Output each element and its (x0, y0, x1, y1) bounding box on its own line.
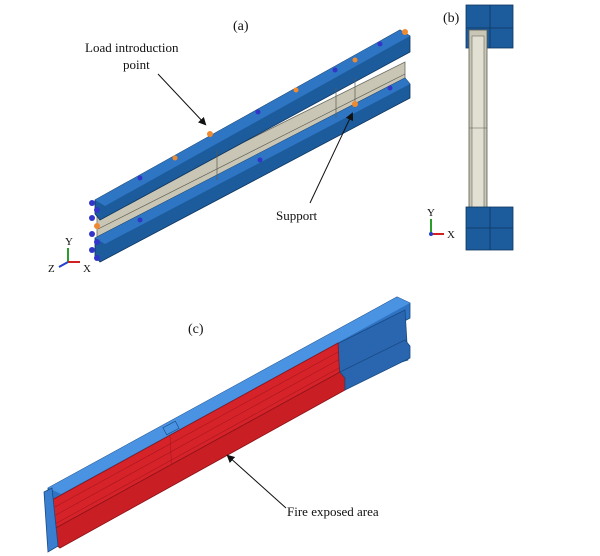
support-markers (137, 85, 393, 223)
axis-triad-a: Y Z X (48, 236, 91, 275)
boundary-markers-left (89, 200, 100, 261)
beam-model-c (43, 296, 411, 553)
triad-a-x: X (83, 263, 91, 275)
beam-end-cap (43, 487, 59, 553)
load-intro-label-line1: Load introduction (85, 40, 179, 55)
beam-model-a (89, 29, 411, 263)
fire-exposed-label: Fire exposed area (287, 504, 379, 519)
triad-b-x: X (447, 229, 455, 241)
cross-section-b (465, 4, 514, 251)
panel-a: (a) (48, 19, 411, 275)
load-markers (137, 29, 408, 181)
fire-exposed-arrow (226, 454, 287, 509)
support-arrow (309, 112, 354, 204)
bottom-flange-fire (51, 371, 346, 549)
axis-triad-b: Y X (427, 207, 455, 241)
web-mesh-line (97, 73, 406, 230)
triad-a-z: Z (48, 263, 55, 275)
triad-b-y: Y (427, 207, 435, 219)
bottom-flange-face (95, 78, 410, 244)
support-label: Support (276, 208, 318, 223)
section-bottom-flange (465, 206, 514, 251)
top-flange-face (95, 30, 410, 206)
panel-b-label: (b) (443, 11, 460, 26)
triad-a-y: Y (65, 236, 73, 248)
stiffener (162, 420, 180, 436)
bottom-flange-unexposed (339, 339, 411, 391)
panel-a-label: (a) (233, 19, 249, 34)
load-intro-arrow (157, 73, 207, 126)
panel-b: (b) Y X (427, 4, 514, 251)
load-intro-label-line2: point (123, 57, 150, 72)
panel-c: (c) Fire e (43, 296, 411, 553)
panel-c-label: (c) (188, 322, 204, 337)
